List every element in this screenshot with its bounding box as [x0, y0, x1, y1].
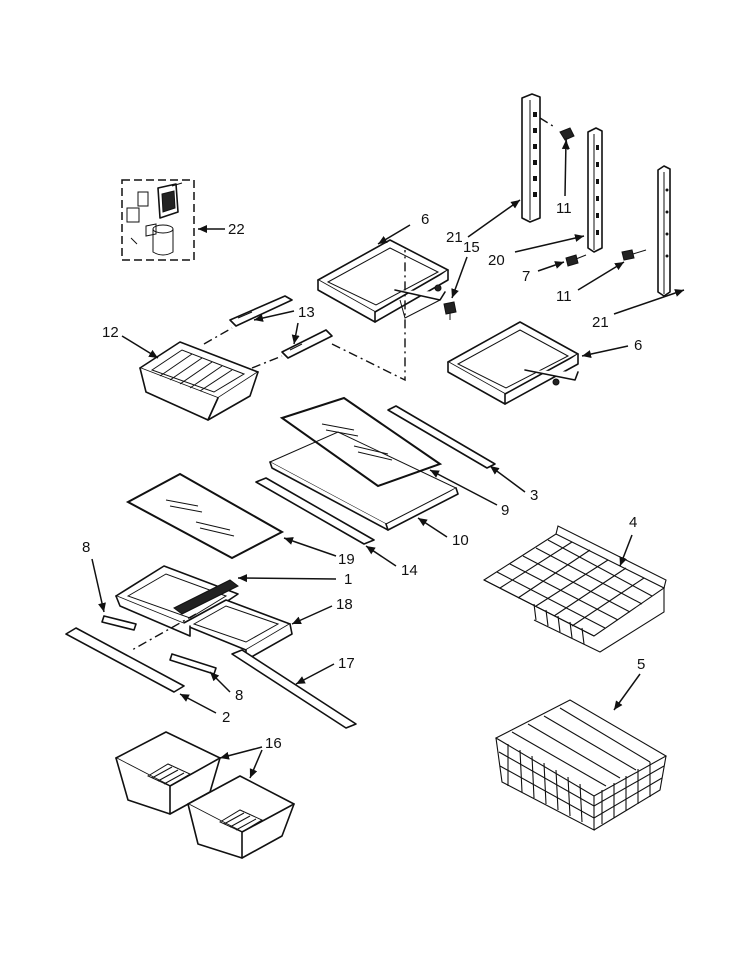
part-5-wire-basket [494, 699, 668, 831]
screw-15 [443, 301, 457, 320]
part-8-left-bracket [101, 615, 137, 631]
callout-18: 18 [336, 596, 353, 613]
callout-22: 22 [228, 221, 245, 238]
part-16-crisper-bin-right [187, 775, 295, 859]
part-4-wire-shelf [482, 525, 667, 653]
part-17-trim [231, 649, 357, 729]
callout-11-lower: 11 [556, 288, 572, 305]
callout-14: 14 [401, 562, 418, 579]
screw-11-lower [621, 249, 647, 261]
callout-13: 13 [298, 304, 315, 321]
callout-20: 20 [488, 252, 505, 269]
screw-11-upper [559, 127, 575, 151]
leader-lines [91, 139, 685, 779]
callout-10: 10 [452, 532, 469, 549]
callout-12: 12 [102, 324, 119, 341]
part-9-glass-shelf [279, 396, 443, 488]
callout-3: 3 [530, 487, 538, 504]
part-8-right-bracket [169, 653, 217, 675]
callout-9: 9 [501, 502, 509, 519]
part-19-glass-cover [125, 472, 285, 560]
part-6-lower-shelf [447, 321, 579, 405]
callout-16: 16 [265, 735, 282, 752]
part-21-left-rail [521, 93, 541, 223]
part-18-crisper-frame [115, 565, 293, 661]
callout-21-left: 21 [446, 229, 463, 246]
part-16-crisper-bin-left [115, 731, 221, 815]
part-2-trim [65, 627, 185, 693]
part-12-deli-drawer [139, 341, 259, 421]
callout-8-left: 8 [82, 539, 90, 556]
part-21-right-rail [657, 165, 671, 297]
callout-21-right: 21 [592, 314, 609, 331]
part-20-center-rail [587, 127, 603, 253]
callout-6-lower: 6 [634, 337, 642, 354]
part-10-shelf-frame [268, 431, 459, 531]
callout-15: 15 [463, 239, 480, 256]
callout-11-upper: 11 [556, 200, 572, 217]
callout-4: 4 [629, 514, 637, 531]
part-13-drawer-slides [229, 295, 333, 359]
callout-2: 2 [222, 709, 230, 726]
callout-7: 7 [522, 268, 530, 285]
shelf-mount-leader [331, 250, 406, 382]
part-14-shelf-trim [255, 477, 375, 545]
callout-1: 1 [344, 571, 352, 588]
callout-labels: 22 6 15 21 11 20 7 11 21 6 13 12 3 9 10 … [82, 200, 645, 752]
part-6-upper-shelf [317, 239, 449, 323]
part-22-accessory-kit [121, 179, 195, 261]
callout-6-upper: 6 [421, 211, 429, 228]
callout-17: 17 [338, 655, 355, 672]
screw-7 [565, 254, 587, 267]
callout-8-right: 8 [235, 687, 243, 704]
part-3-shelf-trim [387, 405, 496, 469]
rail-screw-leader [539, 117, 557, 129]
callout-5: 5 [637, 656, 645, 673]
callout-19: 19 [338, 551, 355, 568]
